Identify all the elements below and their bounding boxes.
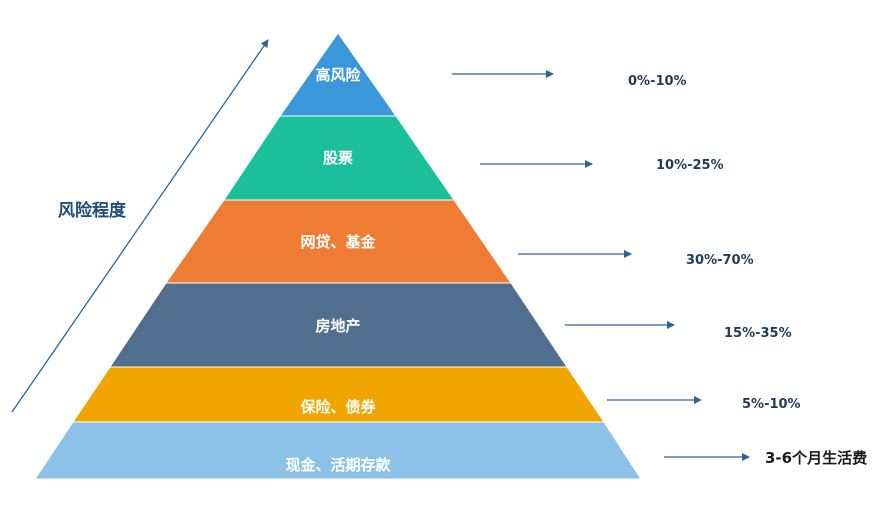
- range-label: 15%-35%: [724, 326, 792, 341]
- range-label: 30%-70%: [686, 253, 754, 268]
- tier-shape: [34, 421, 642, 480]
- tier-label: 高风险: [315, 66, 361, 84]
- risk-axis-arrow: [11, 39, 269, 413]
- pyramid-tier-real-estate: 房地产 15%-35%: [109, 282, 792, 368]
- range-label: 0%-10%: [628, 74, 687, 89]
- pyramid-tier-stocks: 股票 10%-25%: [223, 115, 724, 201]
- tier-label: 现金、活期存款: [285, 456, 391, 474]
- pyramid-tier-high-risk: 高风险 0%-10%: [279, 32, 687, 117]
- tier-label: 保险、债券: [299, 398, 376, 416]
- risk-axis-title: 风险程度: [58, 200, 127, 221]
- range-label: 5%-10%: [742, 397, 801, 412]
- range-label: 10%-25%: [656, 158, 724, 173]
- tier-label: 网贷、基金: [300, 233, 376, 251]
- pyramid-tier-p2p-funds: 网贷、基金 30%-70%: [165, 199, 754, 284]
- range-label: 3-6个月生活费: [765, 449, 867, 467]
- pyramid-tier-cash-deposits: 现金、活期存款 3-6个月生活费: [34, 421, 867, 480]
- tier-label: 房地产: [315, 317, 360, 335]
- tier-label: 股票: [323, 149, 353, 167]
- pyramid-tier-insurance-bonds: 保险、债券 5%-10%: [72, 366, 801, 423]
